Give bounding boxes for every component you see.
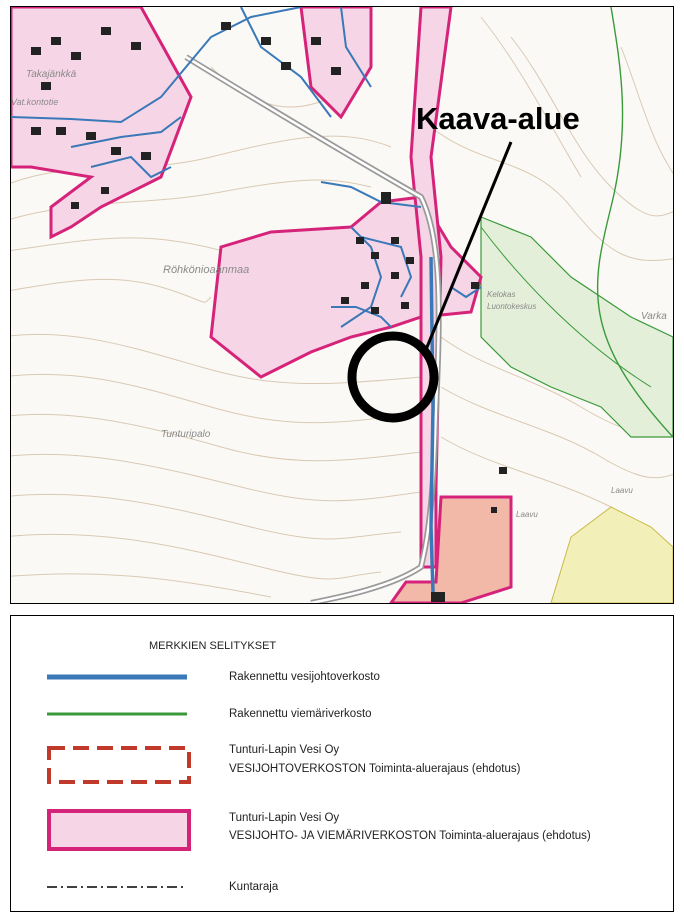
water-pipe [340, 226, 383, 328]
building [371, 252, 379, 259]
legend-item-label: VESIJOHTO- JA VIEMÄRIVERKOSTON Toiminta-… [229, 830, 591, 842]
building [401, 302, 409, 309]
building [391, 272, 399, 279]
building [141, 152, 151, 160]
plan-area-marker[interactable] [347, 331, 439, 423]
building [31, 47, 41, 55]
contour-line [430, 126, 673, 261]
place-name: Takajänkkä [26, 69, 77, 80]
building [131, 42, 141, 50]
building [406, 257, 414, 264]
building [471, 282, 479, 289]
place-name: Varka [641, 311, 667, 322]
water-main [429, 256, 435, 593]
yellow-area [550, 506, 673, 603]
building [261, 37, 271, 45]
building [41, 82, 51, 90]
contour-lines [11, 16, 673, 598]
water-pipe [70, 116, 182, 148]
buildings [31, 22, 507, 602]
building [56, 127, 66, 135]
building [341, 297, 349, 304]
contour-line [510, 36, 673, 217]
forest-area [480, 216, 673, 438]
building [111, 147, 121, 155]
building [431, 592, 445, 602]
contour-line [440, 436, 612, 508]
legend-item-label: Rakennettu vesijohtoverkosto [229, 671, 380, 683]
building [31, 127, 41, 135]
dash-dot-line-symbol [47, 886, 187, 888]
place-name: Vat.kontotie [11, 97, 58, 107]
place-name: Tunturipalo [161, 429, 211, 440]
water-network [11, 7, 482, 328]
building [361, 282, 369, 289]
contour-line [11, 237, 242, 253]
water-pipe [450, 286, 482, 299]
place-name: Laavu [516, 510, 538, 519]
contour-line [620, 46, 673, 174]
red-dashed-box-symbol [47, 746, 191, 784]
service-area-northeast [299, 7, 373, 120]
legend-title: MERKKIEN SELITYKSET [149, 640, 277, 652]
green-line-symbol [47, 712, 187, 716]
map-legend: MERKKIEN SELITYKSET Rakennettu vesijohto… [10, 615, 674, 912]
building [71, 52, 81, 60]
building [51, 37, 61, 45]
building [281, 62, 291, 70]
building [356, 237, 364, 244]
sewer-line [596, 7, 673, 438]
contour-line [11, 453, 422, 502]
building [391, 237, 399, 244]
building [221, 22, 231, 30]
contour-line [480, 16, 582, 178]
contour-line [11, 533, 382, 580]
sewer-line [480, 226, 652, 388]
water-pipe [90, 155, 172, 179]
map-canvas: Takajänkkä Vat.kontotie Röhkönioaanmaa T… [11, 7, 673, 603]
legend-item-label: Tunturi-Lapin Vesi Oy [229, 812, 340, 824]
water-pipe [331, 306, 392, 328]
service-area-north [11, 7, 193, 240]
building [371, 307, 379, 314]
legend-item-label: Tunturi-Lapin Vesi Oy [229, 744, 340, 756]
place-name: Kelokas [487, 290, 515, 299]
contour-line [11, 493, 402, 540]
building [71, 202, 79, 209]
plan-area-label: Kaava-alue [416, 101, 580, 136]
contour-line [11, 413, 422, 462]
building [101, 187, 109, 194]
map-view[interactable]: Takajänkkä Vat.kontotie Röhkönioaanmaa T… [10, 6, 674, 604]
building [331, 67, 341, 75]
contour-line [11, 373, 422, 424]
water-pipe [11, 7, 302, 124]
building [86, 132, 96, 140]
contour-line [11, 573, 272, 598]
building [491, 507, 497, 513]
building [311, 37, 321, 45]
place-name: Luontokeskus [487, 302, 536, 311]
building [381, 192, 391, 204]
contour-line [440, 386, 673, 479]
contour-line [11, 278, 212, 303]
service-area-central [209, 195, 483, 379]
water-pipe [340, 7, 372, 88]
blue-line-symbol [47, 674, 187, 680]
place-name: Laavu [611, 486, 633, 495]
place-name: Röhkönioaanmaa [163, 264, 249, 276]
legend-item-label: Kuntaraja [229, 881, 279, 893]
callout-pointer [423, 141, 513, 353]
building [101, 27, 111, 35]
building [499, 467, 507, 474]
legend-item-label: VESIJOHTOVERKOSTON Toiminta-aluerajaus (… [229, 763, 521, 775]
contour-line [11, 333, 422, 385]
main-road-inner [185, 55, 441, 603]
water-pipe [320, 181, 422, 208]
pink-box-symbol [47, 809, 191, 851]
legend-item-label: Rakennettu viemäriverkosto [229, 708, 372, 720]
